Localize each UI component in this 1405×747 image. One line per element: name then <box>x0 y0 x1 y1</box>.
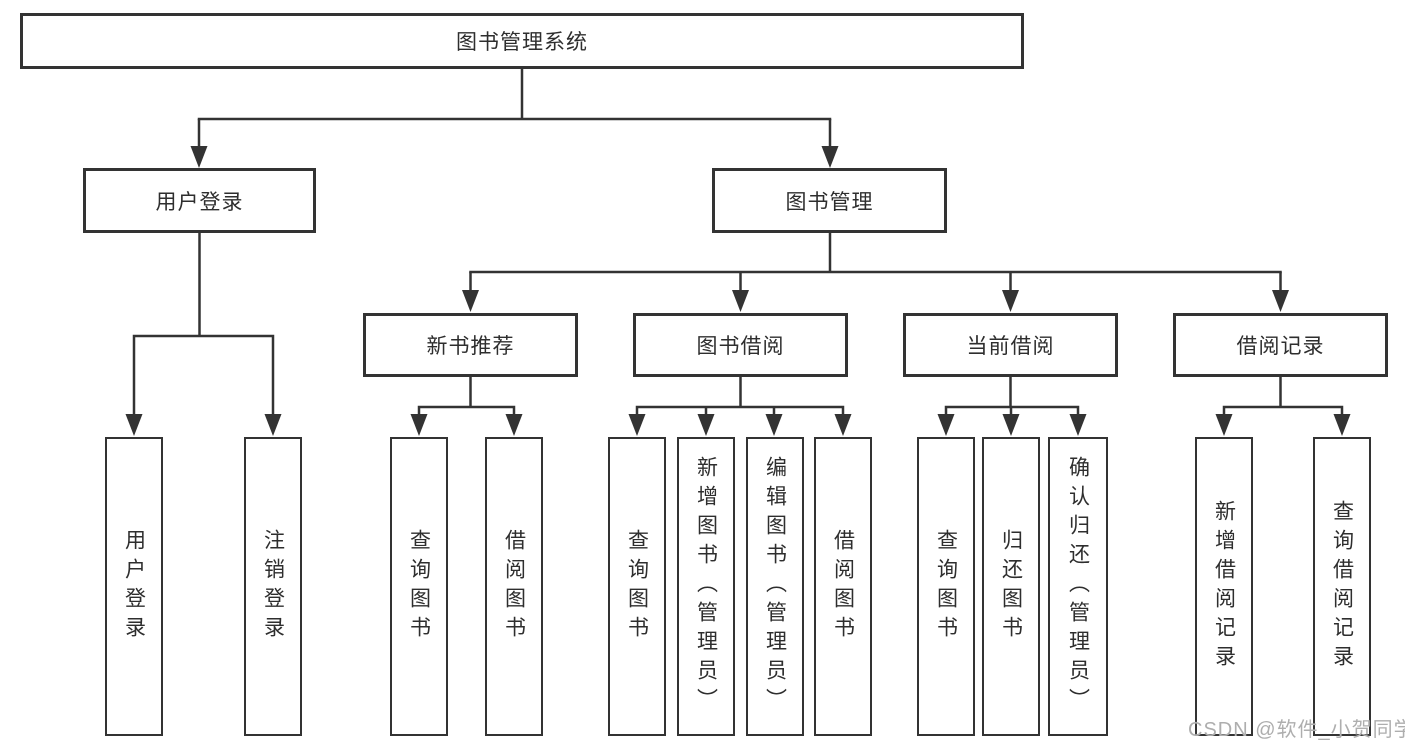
leaf-return-book: 归还图书 <box>982 437 1040 736</box>
node-book-borrow: 图书借阅 <box>633 313 848 377</box>
leaf-label: 新增借阅记录 <box>1212 499 1236 674</box>
node-label: 图书管理 <box>785 190 874 214</box>
node-new-book-recommend: 新书推荐 <box>363 313 578 377</box>
leaf-label: 归还图书 <box>999 528 1023 645</box>
leaf-label: 借阅图书 <box>831 528 855 645</box>
node-user-login: 用户登录 <box>83 168 316 233</box>
leaf-label: 借阅图书 <box>502 528 526 645</box>
leaf-label: 注销登录 <box>261 528 285 645</box>
leaf-logout: 注销登录 <box>244 437 302 736</box>
leaf-label: 查询图书 <box>407 528 431 645</box>
leaf-user-login: 用户登录 <box>105 437 163 736</box>
node-label: 新书推荐 <box>426 335 515 358</box>
leaf-add-book-admin: 新增图书（管理员） <box>677 437 735 736</box>
node-label: 当前借阅 <box>966 335 1055 358</box>
leaf-borrow-book-recommend: 借阅图书 <box>485 437 543 736</box>
leaf-edit-book-admin: 编辑图书（管理员） <box>746 437 804 736</box>
leaf-label: 查询图书 <box>625 528 649 645</box>
node-label: 图书管理系统 <box>456 31 588 54</box>
leaf-borrow-book: 借阅图书 <box>814 437 872 736</box>
arrowheads <box>125 146 1351 436</box>
node-label: 用户登录 <box>155 190 244 214</box>
node-current-borrow: 当前借阅 <box>903 313 1118 377</box>
leaf-label: 用户登录 <box>122 528 146 645</box>
leaf-confirm-return-admin: 确认归还（管理员） <box>1048 437 1108 736</box>
leaf-query-book-borrow: 查询图书 <box>608 437 666 736</box>
csdn-watermark: CSDN @软件_小贺同学 <box>1188 719 1405 741</box>
leaf-query-book-current: 查询图书 <box>917 437 975 736</box>
node-library-management-system: 图书管理系统 <box>20 13 1024 69</box>
leaf-label: 查询图书 <box>934 528 958 645</box>
leaf-label: 编辑图书（管理员） <box>763 456 787 717</box>
leaf-add-borrow-record: 新增借阅记录 <box>1195 437 1253 736</box>
leaf-query-borrow-record: 查询借阅记录 <box>1313 437 1371 736</box>
leaf-label: 新增图书（管理员） <box>694 456 718 717</box>
leaf-label: 查询借阅记录 <box>1330 499 1354 674</box>
node-book-management: 图书管理 <box>712 168 947 233</box>
node-label: 借阅记录 <box>1236 335 1325 358</box>
node-borrow-records: 借阅记录 <box>1173 313 1388 377</box>
leaf-label: 确认归还（管理员） <box>1066 456 1090 717</box>
leaf-query-book-recommend: 查询图书 <box>390 437 448 736</box>
node-label: 图书借阅 <box>696 335 785 358</box>
